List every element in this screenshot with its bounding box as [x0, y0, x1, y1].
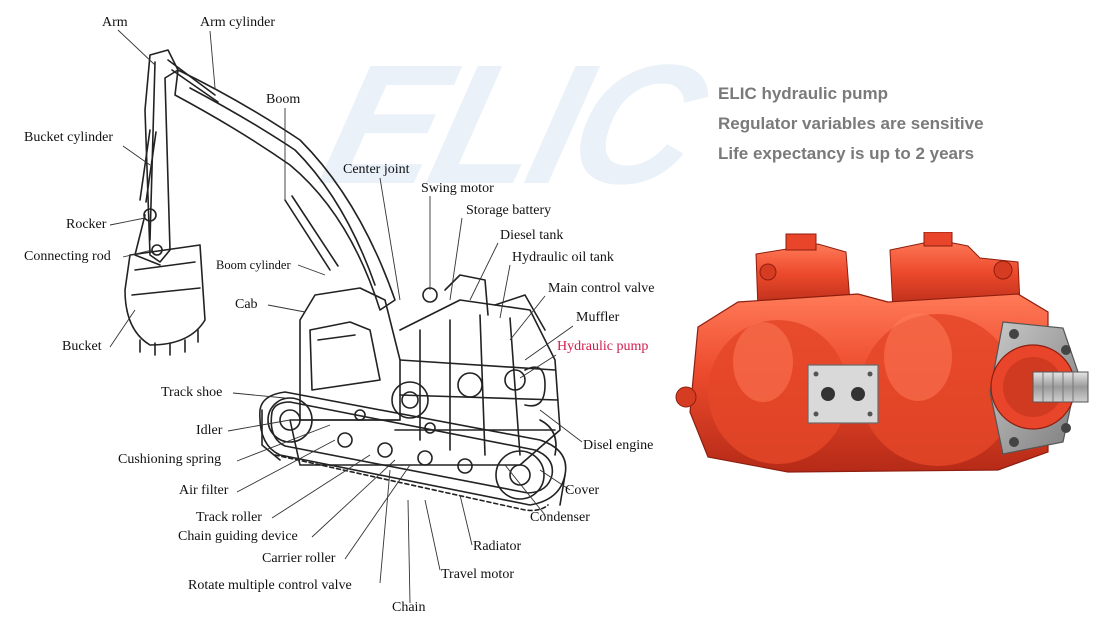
label-cushioning-spring: Cushioning spring: [118, 452, 222, 467]
label-rotate-multiple-control-valve: Rotate multiple control valve: [188, 578, 352, 593]
label-diesel-tank: Diesel tank: [500, 228, 564, 243]
label-chain-guiding-device: Chain guiding device: [178, 529, 298, 544]
label-hydraulic-pump: Hydraulic pump: [557, 339, 649, 354]
label-cover: Cover: [565, 483, 600, 498]
info-line-1: ELIC hydraulic pump: [718, 84, 889, 103]
label-main-control-valve: Main control valve: [548, 281, 655, 296]
label-muffler: Muffler: [576, 310, 620, 325]
label-track-roller: Track roller: [196, 510, 262, 525]
label-air-filter: Air filter: [179, 483, 229, 498]
label-rocker: Rocker: [66, 217, 107, 232]
info-line-3: Life expectancy is up to 2 years: [718, 144, 975, 163]
label-center-joint: Center joint: [343, 162, 410, 177]
label-radiator: Radiator: [473, 539, 522, 554]
label-chain: Chain: [392, 600, 426, 615]
label-condenser: Condenser: [530, 510, 590, 525]
label-connecting-rod: Connecting rod: [24, 249, 111, 264]
label-travel-motor: Travel motor: [441, 567, 514, 582]
label-arm-cylinder: Arm cylinder: [200, 15, 276, 30]
info-line-2: Regulator variables are sensitive: [718, 114, 984, 133]
label-boom-cylinder: Boom cylinder: [216, 258, 291, 272]
label-boom: Boom: [266, 92, 301, 107]
label-cab: Cab: [235, 297, 258, 312]
hydraulic-pump-image: [675, 232, 1089, 473]
label-hydraulic-oil-tank: Hydraulic oil tank: [512, 250, 614, 265]
label-bucket: Bucket: [62, 339, 102, 354]
label-bucket-cylinder: Bucket cylinder: [24, 130, 114, 145]
label-idler: Idler: [196, 423, 223, 438]
label-disel-engine: Disel engine: [583, 438, 654, 453]
label-carrier-roller: Carrier roller: [262, 551, 336, 566]
label-storage-battery: Storage battery: [466, 203, 552, 218]
label-swing-motor: Swing motor: [421, 181, 494, 196]
label-track-shoe: Track shoe: [161, 385, 223, 400]
label-arm: Arm: [102, 15, 128, 30]
